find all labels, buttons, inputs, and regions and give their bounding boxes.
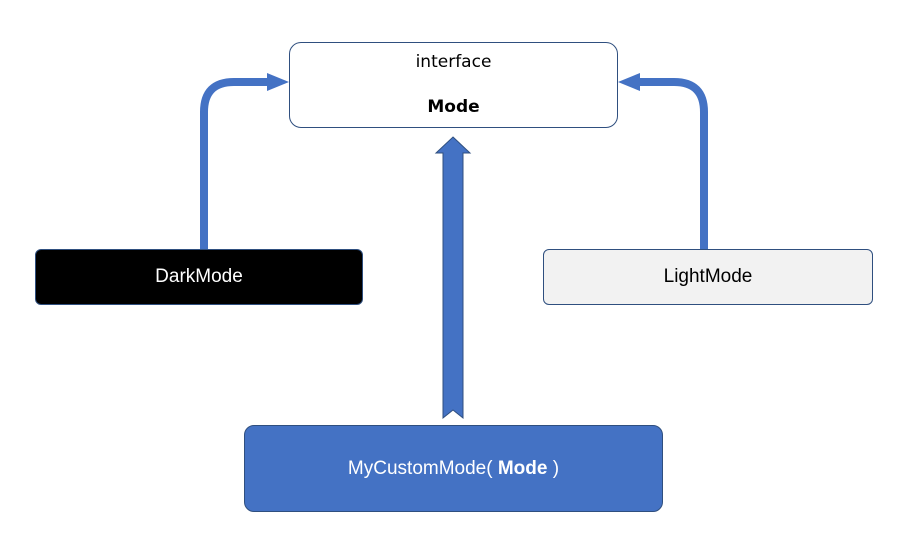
lightmode-label: LightMode [663,266,753,287]
interface-mode-box: interface Mode [289,42,618,128]
light-to-interface-arrow [638,78,708,249]
mycustommode-prefix: MyCustomMode( [347,457,498,479]
mycustommode-param: Mode [497,457,548,479]
lightmode-box: LightMode [543,249,873,305]
light-to-interface-arrowhead [618,73,640,91]
mycustommode-suffix: ) [547,457,560,479]
interface-name-label: Mode [427,97,480,117]
custom-to-interface-arrow [434,136,472,420]
mycustommode-box: MyCustomMode( Mode ) [244,425,663,512]
darkmode-box: DarkMode [35,249,363,305]
dark-to-interface-arrowhead [267,73,289,91]
interface-stereotype-label: interface [415,52,492,72]
darkmode-label: DarkMode [155,266,243,287]
dark-to-interface-arrow [200,78,268,249]
